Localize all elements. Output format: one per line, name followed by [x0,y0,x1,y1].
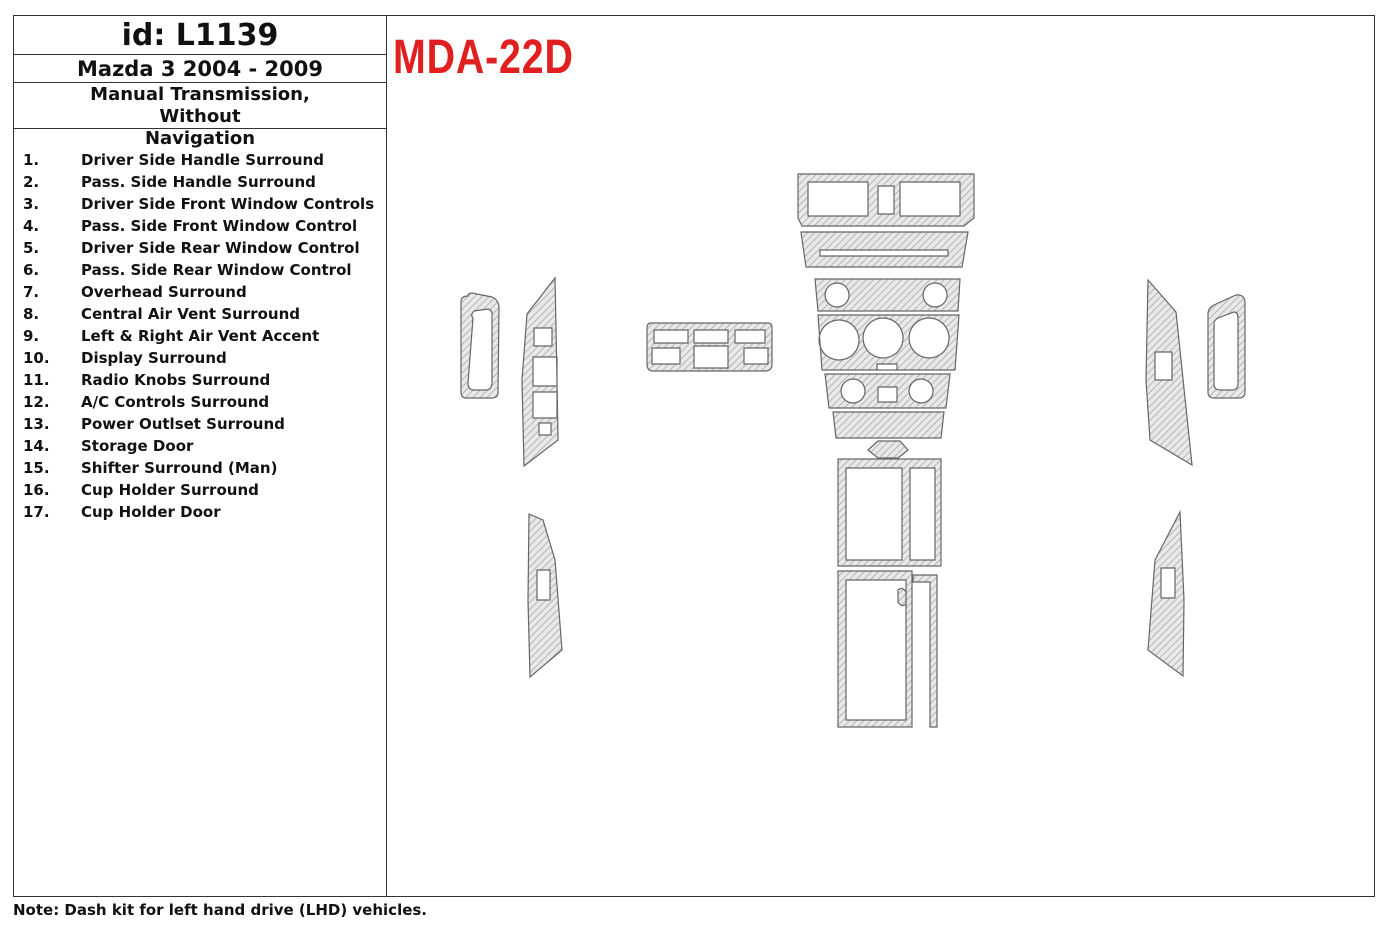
part-name: Driver Side Rear Window Control [81,239,360,257]
part-number: 7. [23,283,40,301]
part-number: 13. [23,415,50,433]
part-name: Overhead Surround [81,283,247,301]
part-number: 1. [23,151,40,169]
cup-holder-door-piece [912,574,938,728]
sheet-frame: id: L1139 Mazda 3 2004 - 2009 Manual Tra… [13,15,1375,897]
kit-code: MDA-22D [393,31,574,84]
display-surround-piece [800,231,969,268]
pass-handle-surround-piece [1207,294,1246,399]
pass-front-window-control-piece [1145,278,1193,467]
transmission-description: Manual Transmission, Without Navigation [54,84,346,149]
central-air-vent-surround-piece [797,173,975,227]
list-item: 5. Driver Side Rear Window Control [23,239,383,261]
part-number: 17. [23,503,50,521]
pass-rear-window-control-piece [1147,509,1185,678]
part-name: Central Air Vent Surround [81,305,300,323]
part-name: A/C Controls Surround [81,393,270,411]
driver-rear-window-control-piece [527,513,563,679]
list-item: 17. Cup Holder Door [23,503,383,525]
part-name: Left & Right Air Vent Accent [81,327,320,345]
shifter-surround-piece [837,458,942,567]
part-number: 6. [23,261,40,279]
list-item: 4. Pass. Side Front Window Control [23,217,383,239]
part-number: 16. [23,481,50,499]
driver-handle-surround-piece [460,292,500,399]
part-number: 2. [23,173,40,191]
part-name: Pass. Side Front Window Control [81,217,358,235]
list-item: 16. Cup Holder Surround [23,481,383,503]
part-number: 9. [23,327,40,345]
part-number: 8. [23,305,40,323]
transmission-line-2: Navigation [144,128,256,149]
list-item: 14. Storage Door [23,437,383,459]
header-divider [14,128,386,129]
cup-holder-surround-piece [837,570,913,728]
part-name: Driver Side Handle Surround [81,151,324,169]
vehicle-model: Mazda 3 2004 - 2009 [14,55,386,83]
part-name: Driver Side Front Window Controls [81,195,375,213]
part-name: Cup Holder Surround [81,481,259,499]
cup-holder-latch-piece [897,587,907,607]
list-item: 12. A/C Controls Surround [23,393,383,415]
part-number: 12. [23,393,50,411]
air-vent-accent-piece [814,278,961,312]
part-name: Storage Door [81,437,194,455]
product-id: id: L1139 [14,16,386,55]
parts-panel: id: L1139 Mazda 3 2004 - 2009 Manual Tra… [14,16,387,896]
part-number: 5. [23,239,40,257]
list-item: 9. Left & Right Air Vent Accent [23,327,383,349]
storage-door-piece [867,440,909,459]
list-item: 10. Display Surround [23,349,383,371]
part-name: Display Surround [81,349,227,367]
radio-knobs-surround-piece [817,314,960,371]
list-item: 8. Central Air Vent Surround [23,305,383,327]
list-item: 11. Radio Knobs Surround [23,371,383,393]
list-item: 7. Overhead Surround [23,283,383,305]
part-name: Pass. Side Handle Surround [81,173,316,191]
part-name: Pass. Side Rear Window Control [81,261,352,279]
part-name: Shifter Surround (Man) [81,459,278,477]
part-name: Radio Knobs Surround [81,371,271,389]
list-item: 13. Power Outlset Surround [23,415,383,437]
part-number: 3. [23,195,40,213]
transmission-line-1: Manual Transmission, Without [90,84,310,127]
part-number: 4. [23,217,40,235]
driver-front-window-controls-piece [521,276,559,468]
list-item: 3. Driver Side Front Window Controls [23,195,383,217]
part-number: 15. [23,459,50,477]
list-item: 6. Pass. Side Rear Window Control [23,261,383,283]
part-name: Cup Holder Door [81,503,221,521]
list-item: 15. Shifter Surround (Man) [23,459,383,481]
list-item: 1. Driver Side Handle Surround [23,151,383,173]
ac-controls-surround-piece [824,373,951,409]
part-number: 10. [23,349,50,367]
part-number: 14. [23,437,50,455]
footer-note: Note: Dash kit for left hand drive (LHD)… [13,901,428,919]
overhead-surround-piece [646,322,773,372]
list-item: 2. Pass. Side Handle Surround [23,173,383,195]
dash-kit-diagram [460,173,1246,728]
power-outlet-surround-piece [832,411,945,439]
part-name: Power Outlset Surround [81,415,285,433]
part-number: 11. [23,371,50,389]
